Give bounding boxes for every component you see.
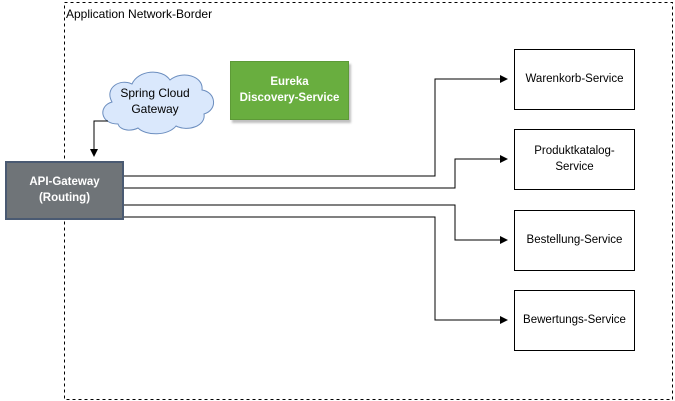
eureka-discovery-node[interactable]: Eureka Discovery-Service <box>230 61 349 120</box>
edge-gateway-to-bewertungs <box>124 216 508 324</box>
spring-cloud-gateway-cloud <box>102 71 214 135</box>
edge-gateway-to-warenkorb <box>124 75 508 177</box>
spring-cloud-gateway-label: Spring Cloud Gateway <box>120 85 190 116</box>
produktkatalog-service-node[interactable]: Produktkatalog- Service <box>514 129 635 190</box>
api-gateway-node[interactable]: API-Gateway (Routing) <box>5 161 124 220</box>
network-boundary-label: Application Network-Border <box>66 7 213 21</box>
bestellung-service-node[interactable]: Bestellung-Service <box>514 210 635 271</box>
warenkorb-service-node[interactable]: Warenkorb-Service <box>514 49 635 110</box>
edge-gateway-to-produktkatalog <box>124 155 508 189</box>
edge-gateway-to-bestellung <box>124 204 508 244</box>
edge-cloud-to-gateway <box>90 120 108 157</box>
network-boundary <box>64 2 673 400</box>
bewertungs-service-node[interactable]: Bewertungs-Service <box>514 290 635 351</box>
